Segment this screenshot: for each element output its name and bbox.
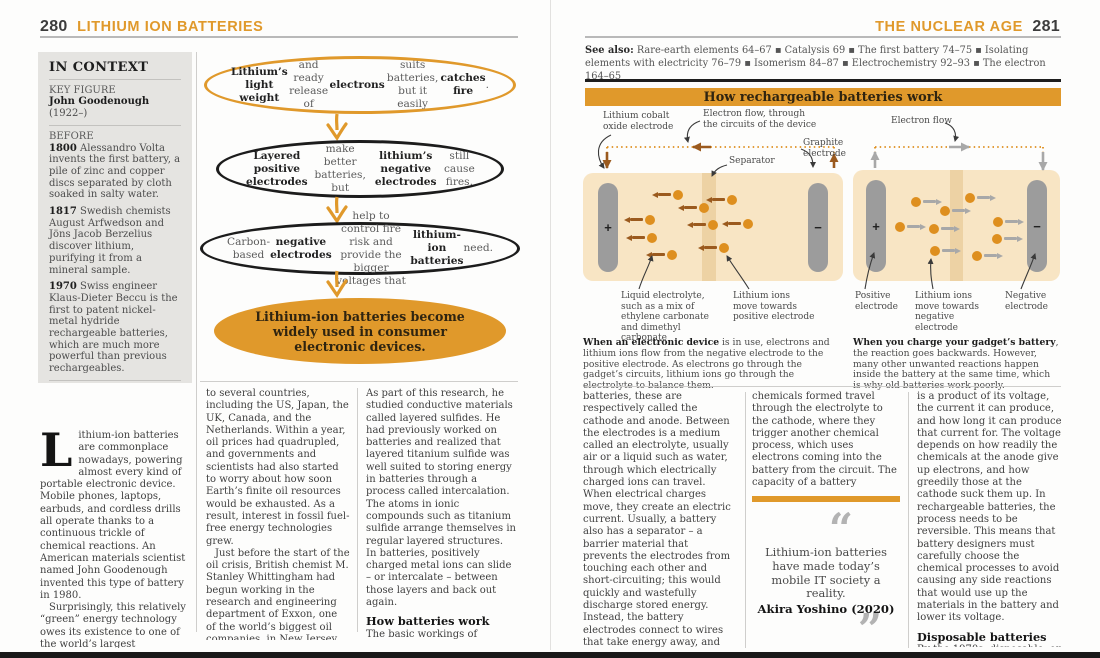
label-graphite-electrode: Graphite electrode — [803, 138, 846, 159]
negative-electrode: − — [1027, 180, 1047, 272]
down-arrow-icon — [326, 113, 348, 141]
lithium-ion — [722, 218, 753, 229]
column-divider — [357, 388, 358, 632]
body-column: As part of this research, he studied con… — [366, 388, 516, 640]
book-edge — [0, 652, 1100, 658]
lithium-ion — [698, 242, 729, 253]
body-column: chemicals formed travel through the elec… — [752, 391, 900, 647]
lithium-ion — [624, 214, 655, 225]
paragraph: is a product of its voltage, the current… — [917, 391, 1062, 624]
battery-discharge-diagram: + − Lithium cobalt oxide electrode Elect… — [581, 108, 846, 391]
page-number: 281 — [1032, 18, 1060, 35]
column-divider — [745, 392, 746, 648]
section-heading: Disposable batteries — [917, 629, 1047, 644]
see-also: See also: Rare-earth elements 64–67 ▪ Ca… — [585, 45, 1046, 82]
column-divider — [196, 52, 197, 632]
body-column: to several countries, including the US, … — [206, 388, 350, 640]
label-electron-flow: Electron flow — [891, 116, 952, 126]
page-gutter — [550, 0, 551, 650]
page-number: 280 — [40, 18, 68, 35]
negative-electrode: − — [808, 183, 828, 272]
paragraph: to several countries, including the US, … — [206, 388, 350, 547]
timeline-event: 1970 Swiss engineer Klaus-Dieter Beccu i… — [49, 281, 178, 375]
lithium-ion — [993, 216, 1024, 227]
timeline-event: 1817 Swedish chemists August Arfwedson a… — [49, 206, 171, 276]
paragraph: As part of this research, he studied con… — [366, 388, 516, 609]
right-page-header: THE NUCLEAR AGE 281 — [875, 18, 1060, 36]
header-rule — [585, 36, 1061, 38]
paragraph: The basic workings of batteries have bee… — [366, 628, 478, 640]
key-figure: John Goodenough (1922–) — [49, 96, 150, 120]
diagram-banner: How rechargeable batteries work — [585, 88, 1061, 106]
lithium-ion — [678, 202, 709, 213]
diagram-caption: When you charge your gadget’s battery, t… — [853, 337, 1059, 392]
battery-charge-diagram: + − Electron flow Positive electrode Lit… — [853, 108, 1060, 391]
lithium-ion — [992, 233, 1023, 244]
header-rule — [40, 36, 518, 38]
quote-text: Lithium-ion batteries have made today’s … — [765, 545, 887, 601]
label-positive-electrode: Positive electrode — [855, 291, 898, 312]
lithium-ion — [646, 249, 677, 260]
paragraph: Just before the start of the oil crisis,… — [206, 547, 350, 640]
lithium-ion — [652, 189, 683, 200]
section-heading: How batteries work — [366, 614, 490, 629]
body-column: is a product of its voltage, the current… — [917, 391, 1062, 647]
quote-attribution: Akira Yoshino (2020) — [757, 601, 895, 616]
flowchart-node-final: Lithium-ion batteries become widely used… — [214, 298, 506, 364]
chapter-title: LITHIUM ION BATTERIES — [77, 19, 264, 35]
label-electron-flow: Electron flow, through the circuits of t… — [703, 109, 817, 130]
chapter-title: THE NUCLEAR AGE — [875, 19, 1023, 35]
flowchart-node-3: Carbon-based negative electrodes help to… — [200, 210, 520, 287]
label-lithium-cobalt-electrode: Lithium cobalt oxide electrode — [603, 111, 674, 132]
lithium-ion — [930, 245, 961, 256]
paragraph: chemicals formed travel through the elec… — [752, 391, 897, 489]
label-electrolyte: Liquid electrolyte, such as a mix of eth… — [621, 291, 710, 344]
sidebar-title: IN CONTEXT — [49, 60, 149, 75]
timeline-event: 1800 Alessandro Volta invents the first … — [49, 142, 181, 201]
positive-electrode: + — [598, 183, 618, 272]
drop-cap: L — [40, 430, 73, 477]
lithium-ion — [687, 219, 718, 230]
down-arrow-icon — [326, 196, 348, 224]
flowchart-node-1: Lithium’s light weight and ready release… — [204, 56, 516, 114]
lithium-ion — [895, 221, 926, 232]
diagram-caption: When an electronic device is in use, ele… — [583, 337, 830, 392]
lithium-ion — [626, 232, 657, 243]
quote-bar-top — [752, 496, 900, 503]
flowchart-node-2: Layered positive electrodes make better … — [216, 140, 504, 198]
label-ion-movement: Lithium ions move towards positive elect… — [733, 291, 815, 323]
see-also-label: See also: — [585, 45, 634, 56]
lithium-ion — [965, 192, 996, 203]
before-label: BEFORE — [49, 130, 94, 142]
lithium-ion — [940, 205, 971, 216]
paragraph: Surprisingly, this relatively “green” en… — [40, 602, 186, 648]
label-negative-electrode: Negative electrode — [1005, 291, 1048, 312]
label-separator: Separator — [729, 156, 775, 166]
lithium-ion — [911, 196, 942, 207]
lithium-ion — [972, 250, 1003, 261]
down-arrow-icon — [326, 270, 348, 298]
pull-quote: “ Lithium-ion batteries have made today’… — [752, 496, 900, 647]
column-divider — [908, 392, 909, 648]
lithium-ion — [706, 194, 737, 205]
in-context-sidebar: IN CONTEXT KEY FIGURE John Goodenough (1… — [38, 52, 192, 383]
close-quote-icon: ” — [857, 605, 882, 647]
see-also-rule — [585, 79, 1061, 82]
open-quote-icon: “ — [828, 504, 854, 554]
paragraph: batteries, these are respectively called… — [583, 391, 731, 647]
section-rule — [585, 386, 1061, 387]
key-figure-label: KEY FIGURE — [49, 84, 116, 96]
lithium-ion — [929, 223, 960, 234]
label-ion-movement: Lithium ions move towards negative elect… — [915, 291, 980, 333]
body-column: batteries, these are respectively called… — [583, 391, 733, 647]
paragraph: By the 1970s, disposable, or primary, ba… — [917, 644, 1062, 647]
positive-electrode: + — [866, 180, 886, 272]
left-page-header: 280 LITHIUM ION BATTERIES — [40, 18, 263, 36]
section-rule — [200, 381, 518, 382]
